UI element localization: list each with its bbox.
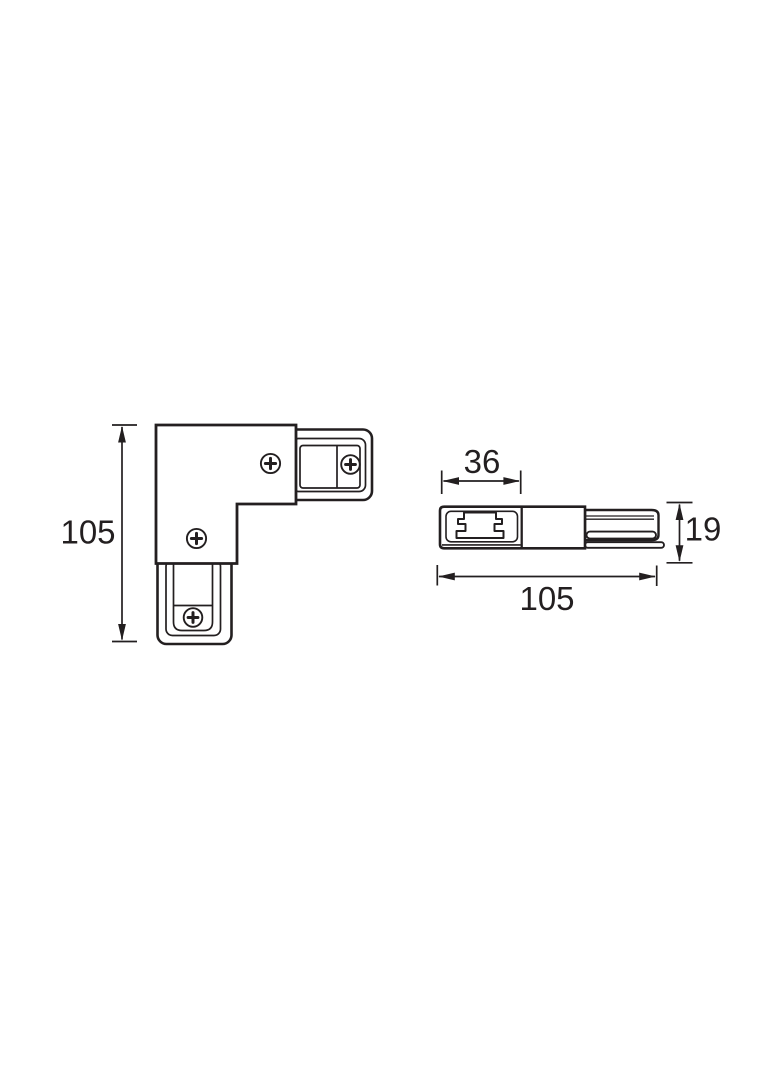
dimension-label: 19 <box>685 511 722 548</box>
track-end-bottom-slot <box>172 562 214 632</box>
arrowhead-left-icon <box>442 477 459 485</box>
track-profile-section <box>455 511 505 539</box>
dimension-label: 36 <box>464 443 501 480</box>
prong-contact-bar <box>585 530 657 540</box>
socket-face <box>442 510 521 546</box>
track-end-right <box>286 428 374 502</box>
track-prong <box>583 508 660 542</box>
screw-icon <box>340 454 361 475</box>
l-connector-top-view <box>154 423 374 646</box>
dim-overall-height: 105 <box>60 424 137 643</box>
arrowhead-down-icon <box>118 624 126 641</box>
track-end-bottom <box>156 554 233 646</box>
socket-face-inner <box>445 510 519 543</box>
arrowhead-left-icon <box>438 572 455 581</box>
arrowhead-up-icon <box>118 426 126 443</box>
screw-icon <box>185 527 208 550</box>
phillips-cross-icon <box>189 531 204 546</box>
arrowhead-down-icon <box>675 545 684 562</box>
arrowhead-right-icon <box>639 572 656 581</box>
connector-l-body <box>154 423 298 565</box>
dimension-label: 105 <box>519 580 574 617</box>
dim-block-width: 36 <box>440 443 522 494</box>
phillips-cross-icon <box>186 611 200 624</box>
phillips-cross-icon <box>344 458 357 471</box>
arrowhead-up-icon <box>675 503 684 520</box>
screw-icon <box>259 452 282 475</box>
dim-overall-length: 105 <box>436 565 658 617</box>
connector-side-view <box>438 505 665 550</box>
dimension-label: 105 <box>60 514 115 551</box>
arrowhead-right-icon <box>503 477 520 485</box>
dim-profile-height: 19 <box>666 501 722 564</box>
ground-strip <box>584 541 665 549</box>
screw-icon <box>182 607 204 628</box>
phillips-cross-icon <box>263 456 278 471</box>
